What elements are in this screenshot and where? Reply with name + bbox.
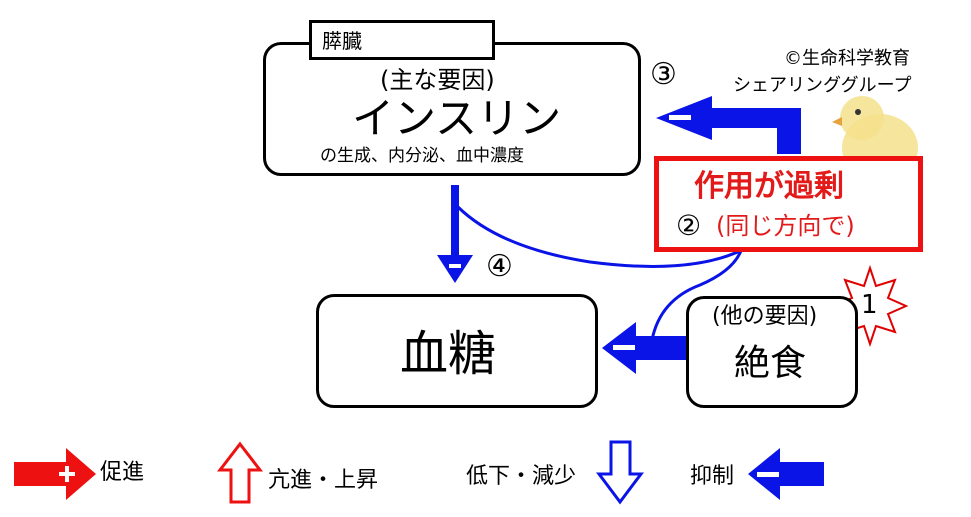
legend-inhibit-arrow bbox=[748, 448, 824, 500]
excess-number: ② bbox=[676, 209, 702, 242]
pancreas-label: 膵臓 bbox=[322, 29, 362, 53]
other-factor-label: (他の要因) bbox=[712, 304, 818, 329]
blood-sugar-box bbox=[316, 294, 598, 408]
legend-promote-label: 促進 bbox=[100, 460, 145, 485]
inhibit-arrow-3 bbox=[656, 96, 801, 154]
pancreas-box bbox=[263, 42, 641, 176]
excess-box bbox=[654, 156, 923, 252]
insulin-label: インスリン bbox=[352, 94, 562, 143]
effect-curve-left bbox=[456, 205, 743, 268]
legend-increase-arrow bbox=[216, 441, 264, 504]
legend-decrease-label: 低下・減少 bbox=[466, 464, 577, 489]
effect-curve-right bbox=[650, 247, 744, 341]
fasting-box bbox=[686, 296, 858, 408]
inhibit-arrow-fasting bbox=[602, 322, 686, 374]
pancreas-tab: 膵臓 bbox=[309, 20, 495, 60]
blood-sugar-label: 血糖 bbox=[400, 326, 497, 382]
marker-4: ④ bbox=[486, 249, 513, 284]
marker-3: ③ bbox=[650, 57, 677, 92]
main-factor-label: (主な要因) bbox=[380, 66, 495, 94]
excess-subtitle: (同じ方向で) bbox=[716, 212, 855, 240]
starburst-number: 1 bbox=[861, 290, 878, 320]
credit-line-2: シェアリンググループ bbox=[733, 75, 912, 96]
excess-title: 作用が過剰 bbox=[694, 169, 844, 204]
insulin-detail: の生成、内分泌、血中濃度 bbox=[320, 146, 524, 166]
legend-promote-arrow bbox=[14, 448, 96, 500]
credit-line-1: ©生命科学教育 bbox=[784, 48, 910, 69]
legend-inhibit-label: 抑制 bbox=[690, 464, 735, 489]
fasting-label: 絶食 bbox=[734, 343, 807, 384]
legend-decrease-arrow bbox=[596, 440, 644, 505]
legend-increase-label: 亢進・上昇 bbox=[268, 468, 379, 493]
inhibit-arrow-4 bbox=[437, 185, 473, 283]
